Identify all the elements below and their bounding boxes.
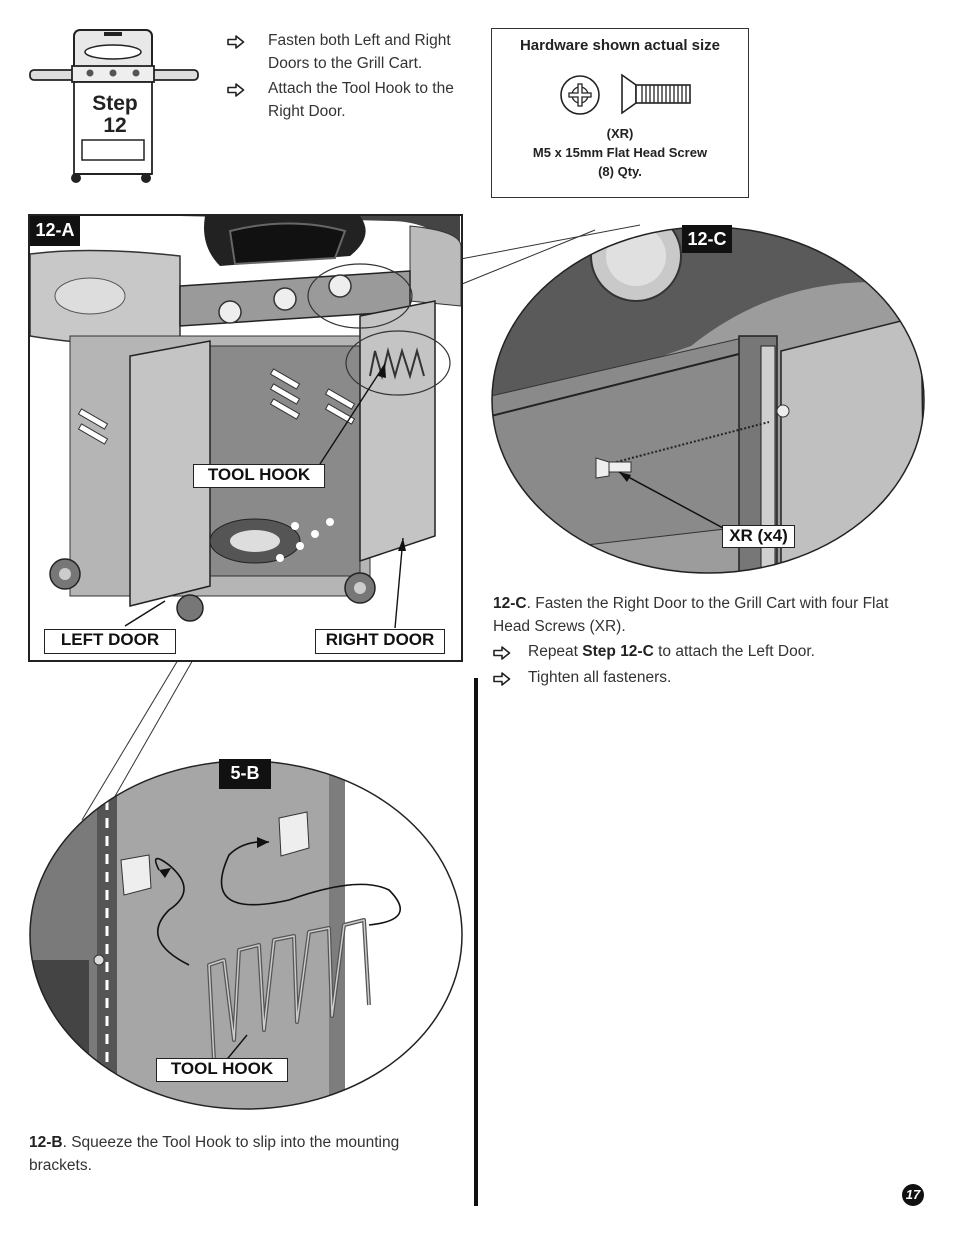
panel-12a: 12-A TOOL HOOK LEFT DOOR RIGHT DOOR xyxy=(28,214,463,662)
repeat-pre: Repeat xyxy=(528,643,583,660)
repeat-post: to attach the Left Door. xyxy=(653,643,815,660)
step-12c-body: . Fasten the Right Door to the Grill Car… xyxy=(493,595,889,635)
repeat-step-ref: Step 12-C xyxy=(582,643,654,660)
step-number: 12 xyxy=(103,114,127,137)
arrow-icon xyxy=(493,646,511,660)
tighten-instruction: Tighten all fasteners. xyxy=(528,669,672,686)
step-12c-description: 12-C. Fasten the Right Door to the Grill… xyxy=(493,592,913,638)
instruction-1: Fasten both Left and Right Doors to the … xyxy=(268,32,451,72)
grill-thumbnail xyxy=(29,29,199,183)
arrow-icon xyxy=(493,672,511,686)
tool-hook-label-b: TOOL HOOK xyxy=(156,1058,288,1082)
panel-12c-tag: 12-C xyxy=(682,225,732,253)
hardware-title: Hardware shown actual size xyxy=(519,37,721,54)
step-12c-ref: 12-C xyxy=(493,595,527,612)
step-label: Step 12 xyxy=(80,93,150,137)
screw-head-icon xyxy=(560,75,600,115)
step-12b-body: . Squeeze the Tool Hook to slip into the… xyxy=(29,1134,400,1174)
hardware-qty: (8) Qty. xyxy=(598,164,642,179)
step-12b-ref: 12-B xyxy=(29,1134,63,1151)
page-number: 17 xyxy=(902,1184,924,1206)
screw-side-icon xyxy=(621,73,691,115)
panel-12a-tag: 12-A xyxy=(30,216,80,246)
tool-hook-label-a: TOOL HOOK xyxy=(193,464,325,488)
grill-cart-illustration xyxy=(30,216,461,660)
panel-5b: 5-B TOOL HOOK xyxy=(29,759,463,1110)
panel-5b-tag: 5-B xyxy=(219,759,271,789)
hardware-name: M5 x 15mm Flat Head Screw xyxy=(532,145,708,160)
tool-hook-closeup xyxy=(29,760,463,1110)
screw-count-label: XR (x4) xyxy=(722,525,795,548)
repeat-instruction: Repeat Step 12-C to attach the Left Door… xyxy=(528,640,918,663)
instruction-2: Attach the Tool Hook to the Right Door. xyxy=(268,80,454,120)
hardware-box: Hardware shown actual size (XR) M5 x 15m… xyxy=(491,28,749,198)
step-word: Step xyxy=(92,92,138,115)
step-12b-description: 12-B. Squeeze the Tool Hook to slip into… xyxy=(29,1131,429,1177)
right-door-label: RIGHT DOOR xyxy=(315,629,445,654)
left-door-label: LEFT DOOR xyxy=(44,629,176,654)
door-hinge-closeup xyxy=(491,226,925,574)
hardware-code: (XR) xyxy=(606,126,634,141)
column-divider xyxy=(474,678,478,1206)
panel-12c: 12-C XR (x4) xyxy=(491,225,925,574)
